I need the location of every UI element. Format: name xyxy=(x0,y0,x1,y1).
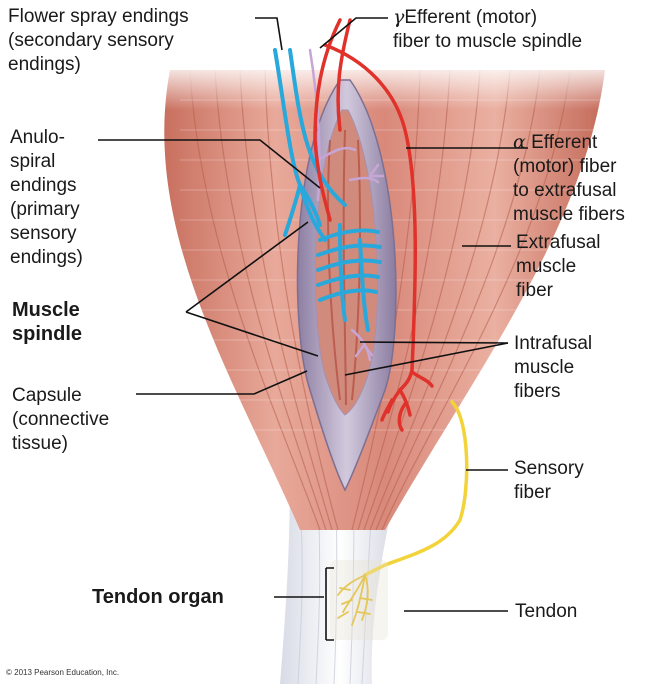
label-capsule: Capsule (connective tissue) xyxy=(12,385,110,454)
alpha-efferent-text: Efferent (motor) fiber to extrafusal mus… xyxy=(513,132,625,225)
label-alpha-efferent: α Efferent (motor) fiber to extrafusal m… xyxy=(513,130,625,227)
leader-intrafusal-1 xyxy=(359,341,509,344)
label-gamma-efferent: γEfferent (motor) fiber to muscle spindl… xyxy=(393,5,582,54)
leader-spindle-bottom xyxy=(185,311,319,357)
tendon-organ-capsule xyxy=(330,560,388,640)
label-extrafusal: Extrafusal muscle fiber xyxy=(516,232,601,301)
leader-flower-spray xyxy=(255,17,283,51)
motor-red-fibers xyxy=(313,18,434,432)
gamma-symbol: γ xyxy=(393,6,405,28)
leader-capsule xyxy=(136,370,308,395)
label-tendon: Tendon xyxy=(515,601,578,622)
gamma-fiber-branches xyxy=(308,48,385,362)
gamma-efferent-text: Efferent (motor) fiber to muscle spindle xyxy=(393,7,583,52)
label-flower-spray: Flower spray endings (secondary sensory … xyxy=(8,6,189,75)
label-anulospiral-endings: Anulo- spiral endings (primary sensory e… xyxy=(10,127,83,268)
leader-anulospiral xyxy=(98,139,321,189)
sensory-yellow-fiber xyxy=(363,400,469,577)
leader-lines xyxy=(98,17,528,641)
intrafusal-fibers xyxy=(327,129,361,406)
tendon-organ-endings xyxy=(337,574,373,626)
sensory-blue-fibers xyxy=(273,48,382,332)
label-sensory-fiber: Sensory fiber xyxy=(514,458,584,503)
label-intrafusal: Intrafusal muscle fibers xyxy=(514,333,593,402)
leader-gamma xyxy=(319,17,388,49)
leader-intrafusal-2 xyxy=(344,342,509,376)
alpha-symbol: α xyxy=(513,131,526,153)
leader-spindle-top xyxy=(185,221,309,313)
label-tendon-organ: Tendon organ xyxy=(92,586,224,608)
primary-ending-stem xyxy=(298,183,327,242)
leader-tendon-organ-c xyxy=(326,567,334,641)
label-muscle-spindle: Muscle spindle xyxy=(12,299,83,345)
copyright-notice: © 2013 Pearson Education, Inc. xyxy=(6,668,120,677)
